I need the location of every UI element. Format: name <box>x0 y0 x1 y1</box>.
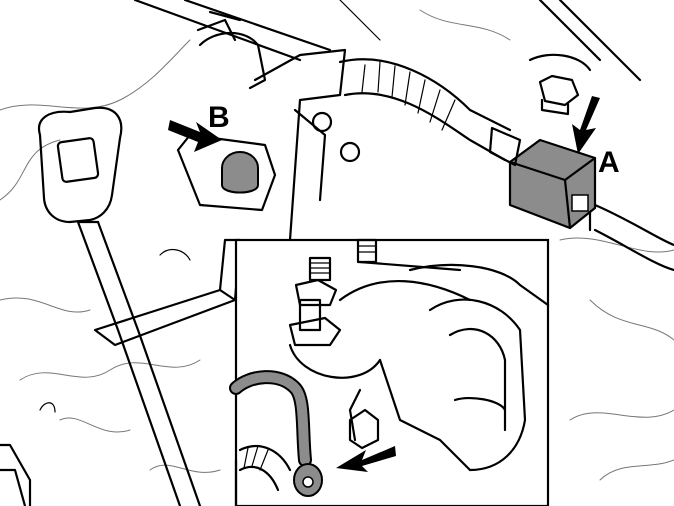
bolt-top-right <box>528 53 592 116</box>
arrow-icon <box>168 120 222 152</box>
frame-rails <box>133 0 642 82</box>
inset-detail <box>229 238 550 506</box>
dipstick <box>37 106 202 506</box>
bolt-b <box>176 133 277 212</box>
callout-label-b: B <box>208 101 230 134</box>
connector-a <box>488 126 597 230</box>
background-contours <box>0 9 674 481</box>
callout-label-a: A <box>598 146 620 179</box>
callout-labels: B A <box>208 101 620 179</box>
engine-left <box>0 248 191 506</box>
wire-harness <box>338 58 674 272</box>
arrow-icon <box>572 96 600 154</box>
callout-arrows <box>168 96 600 472</box>
arrow-icon <box>336 446 396 472</box>
